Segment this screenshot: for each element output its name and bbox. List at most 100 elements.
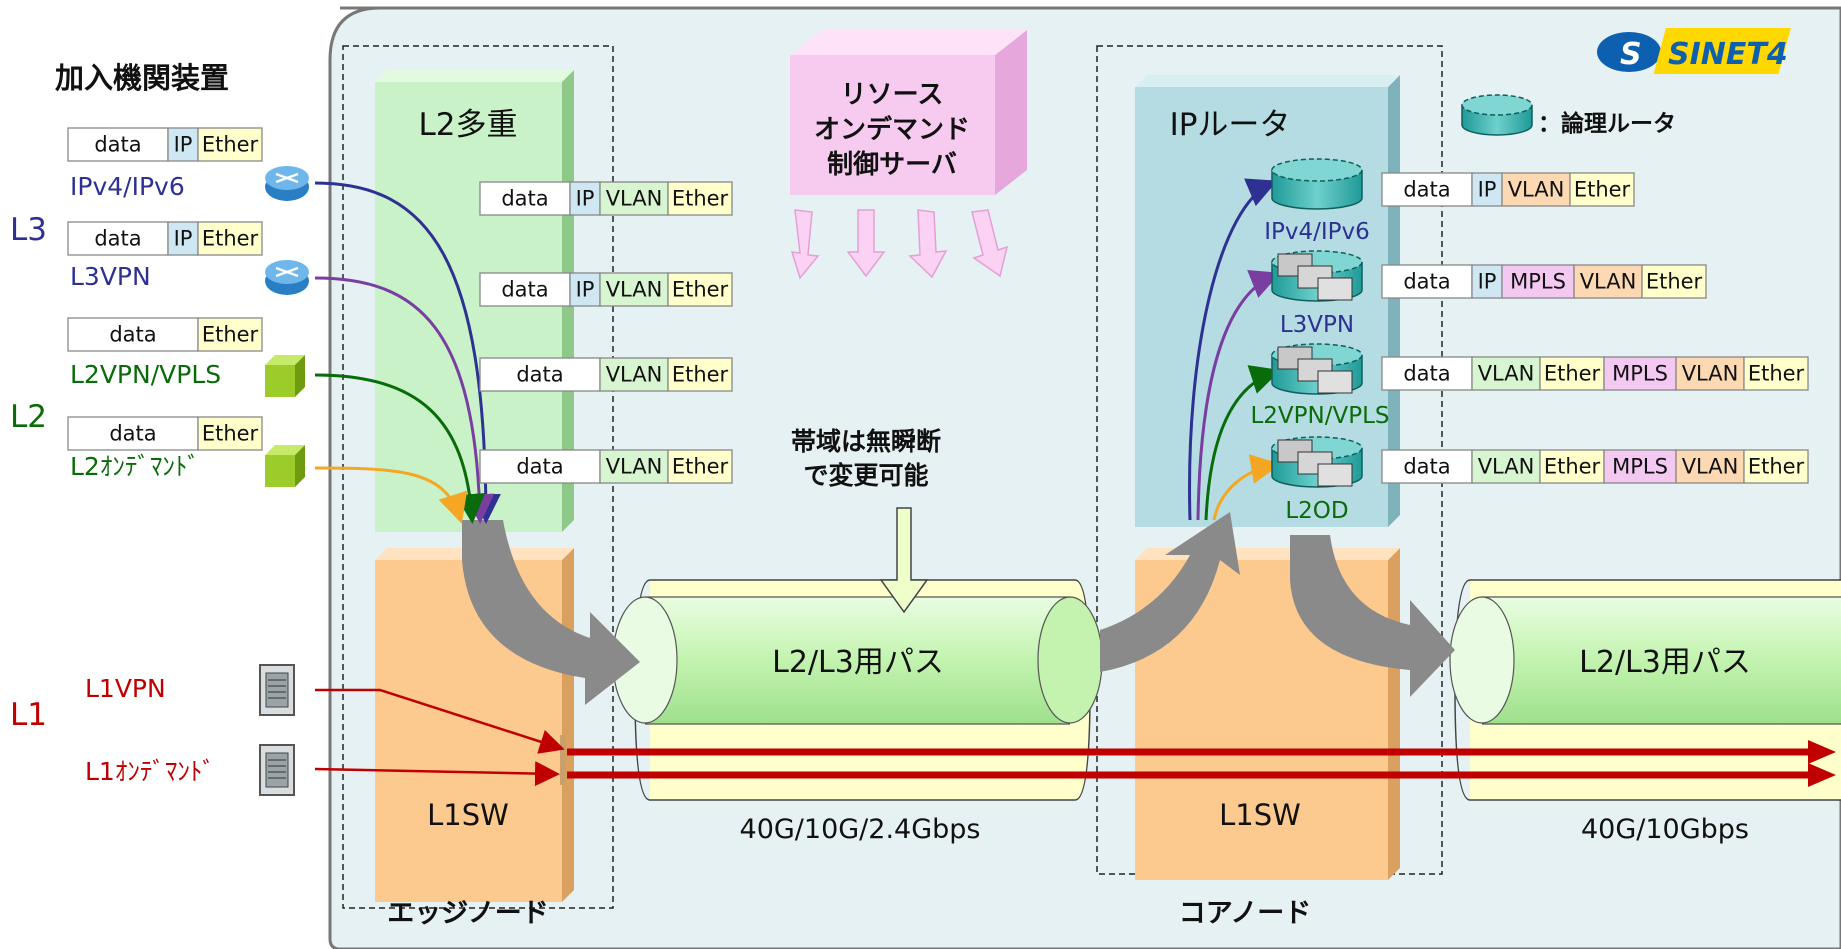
legend-text: ：論理ルータ bbox=[1538, 110, 1676, 137]
logical-router-legend: ：論理ルータ bbox=[1461, 94, 1676, 137]
item-l2od: L2ｵﾝﾃﾞﾏﾝﾄﾞ bbox=[70, 452, 200, 481]
frame-cell-label: data bbox=[94, 227, 141, 251]
frame-cell bbox=[1603, 449, 1677, 484]
right-pipe-label: L2/L3用パス bbox=[1579, 645, 1751, 680]
edge-l2-title: L2多重 bbox=[419, 107, 518, 143]
frame-cell bbox=[197, 127, 263, 162]
frame-cell bbox=[1381, 356, 1473, 391]
frame-cell bbox=[1381, 449, 1473, 484]
item-ipv4: IPv4/IPv6 bbox=[70, 172, 185, 201]
frame-cell bbox=[569, 272, 601, 307]
frame-cell bbox=[1471, 264, 1503, 299]
frame-cell bbox=[599, 181, 669, 216]
frame-cell-label: Ether bbox=[1574, 178, 1631, 202]
frame-cell-label: Ether bbox=[1544, 455, 1601, 479]
frame-cell bbox=[667, 181, 733, 216]
frame-cell bbox=[1743, 356, 1809, 391]
frame-cell bbox=[1603, 356, 1677, 391]
frame-cell-label: data bbox=[109, 323, 156, 347]
frame-cell bbox=[667, 449, 733, 484]
frame-cell bbox=[1675, 356, 1745, 391]
frame-cell bbox=[667, 272, 733, 307]
note-line1: 帯域は無瞬断 bbox=[791, 427, 941, 456]
frame-cell-label: Ether bbox=[672, 363, 729, 387]
frame-cell-label: Ether bbox=[202, 422, 259, 446]
label-l3: L3 bbox=[10, 212, 47, 248]
frame-cell-label: IP bbox=[576, 278, 595, 302]
frame-cell-label: MPLS bbox=[1612, 455, 1668, 479]
frame-cell bbox=[67, 416, 199, 451]
frame-cell bbox=[1573, 264, 1643, 299]
item-l1vpn: L1VPN bbox=[85, 674, 166, 703]
frame-cell-label: Ether bbox=[202, 227, 259, 251]
frame-cell-label: Ether bbox=[1544, 362, 1601, 386]
note-line2: で変更可能 bbox=[803, 461, 928, 490]
router-icon bbox=[265, 166, 309, 201]
left-service-arrows bbox=[314, 181, 501, 524]
label-l1: L1 bbox=[10, 697, 47, 733]
frame-cell-label: VLAN bbox=[606, 455, 663, 479]
frame-cell bbox=[1471, 449, 1541, 484]
logo-text: SINET4 bbox=[1668, 37, 1788, 72]
frame-cell-label: IP bbox=[576, 187, 595, 211]
server-line1: リソース bbox=[841, 80, 944, 110]
frame-cell-label: IP bbox=[174, 227, 193, 251]
frame-cell bbox=[1641, 264, 1707, 299]
core-down-grey-arrow bbox=[1290, 535, 1455, 697]
frame-cell-label: MPLS bbox=[1510, 270, 1566, 294]
frame-cell bbox=[1569, 172, 1635, 207]
middle-pipe-label: L2/L3用パス bbox=[772, 645, 944, 680]
frame-cell-label: Ether bbox=[1748, 362, 1805, 386]
server-line2: オンデマンド bbox=[814, 114, 970, 145]
frame-cell bbox=[197, 221, 263, 256]
frame-cell-label: Ether bbox=[672, 278, 729, 302]
frame-cell-label: Ether bbox=[672, 187, 729, 211]
frame-cell-label: IP bbox=[174, 133, 193, 157]
frame-cell-label: data bbox=[109, 422, 156, 446]
item-l2vpn: L2VPN/VPLS bbox=[70, 360, 221, 389]
right-pipe: L2/L3用パス 40G/10Gbps bbox=[1449, 579, 1841, 845]
server-icon bbox=[259, 744, 295, 796]
frame-cell-label: VLAN bbox=[1580, 270, 1637, 294]
label-l2: L2 bbox=[10, 399, 47, 435]
core-router-l3vpn bbox=[1271, 250, 1363, 302]
frame-cell bbox=[1381, 264, 1473, 299]
sinet4-logo: S SINET4 bbox=[1597, 28, 1791, 74]
router-icon bbox=[265, 260, 309, 295]
core-service-arrows bbox=[1188, 178, 1281, 521]
frame-cell bbox=[67, 221, 169, 256]
frame-cell bbox=[479, 181, 571, 216]
frame-cell-label: VLAN bbox=[606, 187, 663, 211]
l1-lines bbox=[314, 688, 1836, 787]
frame-cell-label: data bbox=[516, 363, 563, 387]
frame-cell bbox=[197, 317, 263, 352]
switch-cube-icon bbox=[265, 445, 305, 487]
frame-cell bbox=[1743, 449, 1809, 484]
frame-cell bbox=[1675, 449, 1745, 484]
frame-cell-label: VLAN bbox=[1682, 362, 1739, 386]
frame-cell-label: Ether bbox=[202, 133, 259, 157]
frame-cell-label: Ether bbox=[672, 455, 729, 479]
core-l1-title: L1SW bbox=[1219, 798, 1301, 832]
resource-server: リソース オンデマンド 制御サーバ bbox=[790, 30, 1027, 195]
frame-cell-label: IP bbox=[1478, 270, 1497, 294]
frame-cell bbox=[1381, 172, 1473, 207]
frame-cell-label: MPLS bbox=[1612, 362, 1668, 386]
frame-cell bbox=[1539, 356, 1605, 391]
switch-cube-icon bbox=[265, 355, 305, 397]
frame-cell bbox=[569, 181, 601, 216]
frame-cell bbox=[1471, 356, 1541, 391]
frame-cell-label: data bbox=[1403, 270, 1450, 294]
edge-grey-arrow bbox=[462, 520, 640, 705]
core-router-label: IPv4/IPv6 bbox=[1264, 219, 1370, 245]
core-router-ipv4 bbox=[1271, 158, 1363, 210]
bandwidth-note: 帯域は無瞬断 で変更可能 bbox=[791, 427, 941, 614]
core-router-label: L2OD bbox=[1285, 498, 1348, 524]
middle-speed: 40G/10G/2.4Gbps bbox=[740, 814, 981, 845]
core-node-label: コアノード bbox=[1179, 898, 1312, 929]
frame-cell bbox=[167, 127, 199, 162]
edge-l2-box: L2多重 bbox=[375, 70, 574, 532]
frame-cell-label: VLAN bbox=[606, 278, 663, 302]
